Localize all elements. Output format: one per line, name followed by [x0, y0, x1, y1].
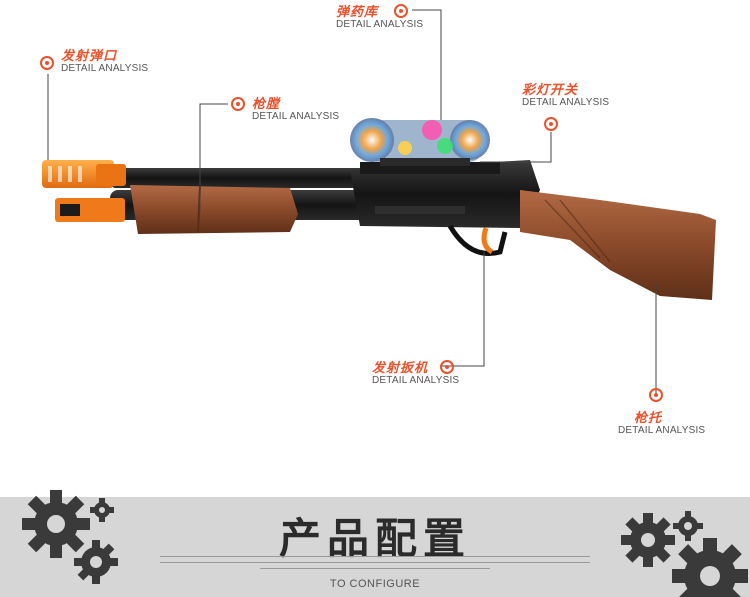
target-ring-icon	[544, 117, 558, 131]
decorative-fine-print-line	[260, 568, 490, 569]
callout-chamber-title: 枪膛	[252, 96, 281, 111]
banner-subtitle: TO CONFIGURE	[329, 578, 421, 590]
callout-light-switch-subtitle: DETAIL ANALYSIS	[522, 97, 610, 108]
callout-stock-title: 枪托	[634, 410, 663, 425]
target-ring-icon	[649, 388, 663, 402]
decorative-fine-print-line	[160, 556, 590, 557]
callout-stock: 枪托 DETAIL ANALYSIS	[618, 410, 705, 437]
callout-trigger-subtitle: DETAIL ANALYSIS	[372, 375, 460, 386]
target-ring-icon	[40, 56, 54, 70]
callout-muzzle-title: 发射弹口	[61, 48, 118, 63]
callout-trigger: 发射扳机 DETAIL ANALYSIS	[372, 360, 459, 387]
callout-magazine-subtitle: DETAIL ANALYSIS	[336, 19, 424, 30]
gear-icon	[621, 511, 748, 597]
callout-trigger-title: 发射扳机	[372, 360, 429, 375]
callout-stock-subtitle: DETAIL ANALYSIS	[618, 425, 706, 436]
toy-shotgun-image	[42, 9, 716, 396]
callout-muzzle: 发射弹口 DETAIL ANALYSIS	[61, 48, 148, 75]
callout-magazine-title: 弹药库	[336, 4, 379, 19]
target-ring-icon	[440, 360, 454, 374]
callout-chamber: 枪膛 DETAIL ANALYSIS	[252, 96, 339, 123]
target-ring-icon	[394, 4, 408, 18]
callout-magazine: 弹药库 DETAIL ANALYSIS	[336, 4, 423, 31]
callout-light-switch: 彩灯开关 DETAIL ANALYSIS	[522, 82, 609, 109]
decorative-fine-print-line	[160, 562, 590, 563]
callout-light-switch-title: 彩灯开关	[522, 82, 579, 97]
gear-icon	[22, 490, 118, 584]
callout-chamber-subtitle: DETAIL ANALYSIS	[252, 111, 340, 122]
banner-title: 产品配置	[278, 514, 471, 563]
callout-muzzle-subtitle: DETAIL ANALYSIS	[61, 63, 149, 74]
configure-banner	[0, 497, 750, 597]
target-ring-icon	[231, 97, 245, 111]
